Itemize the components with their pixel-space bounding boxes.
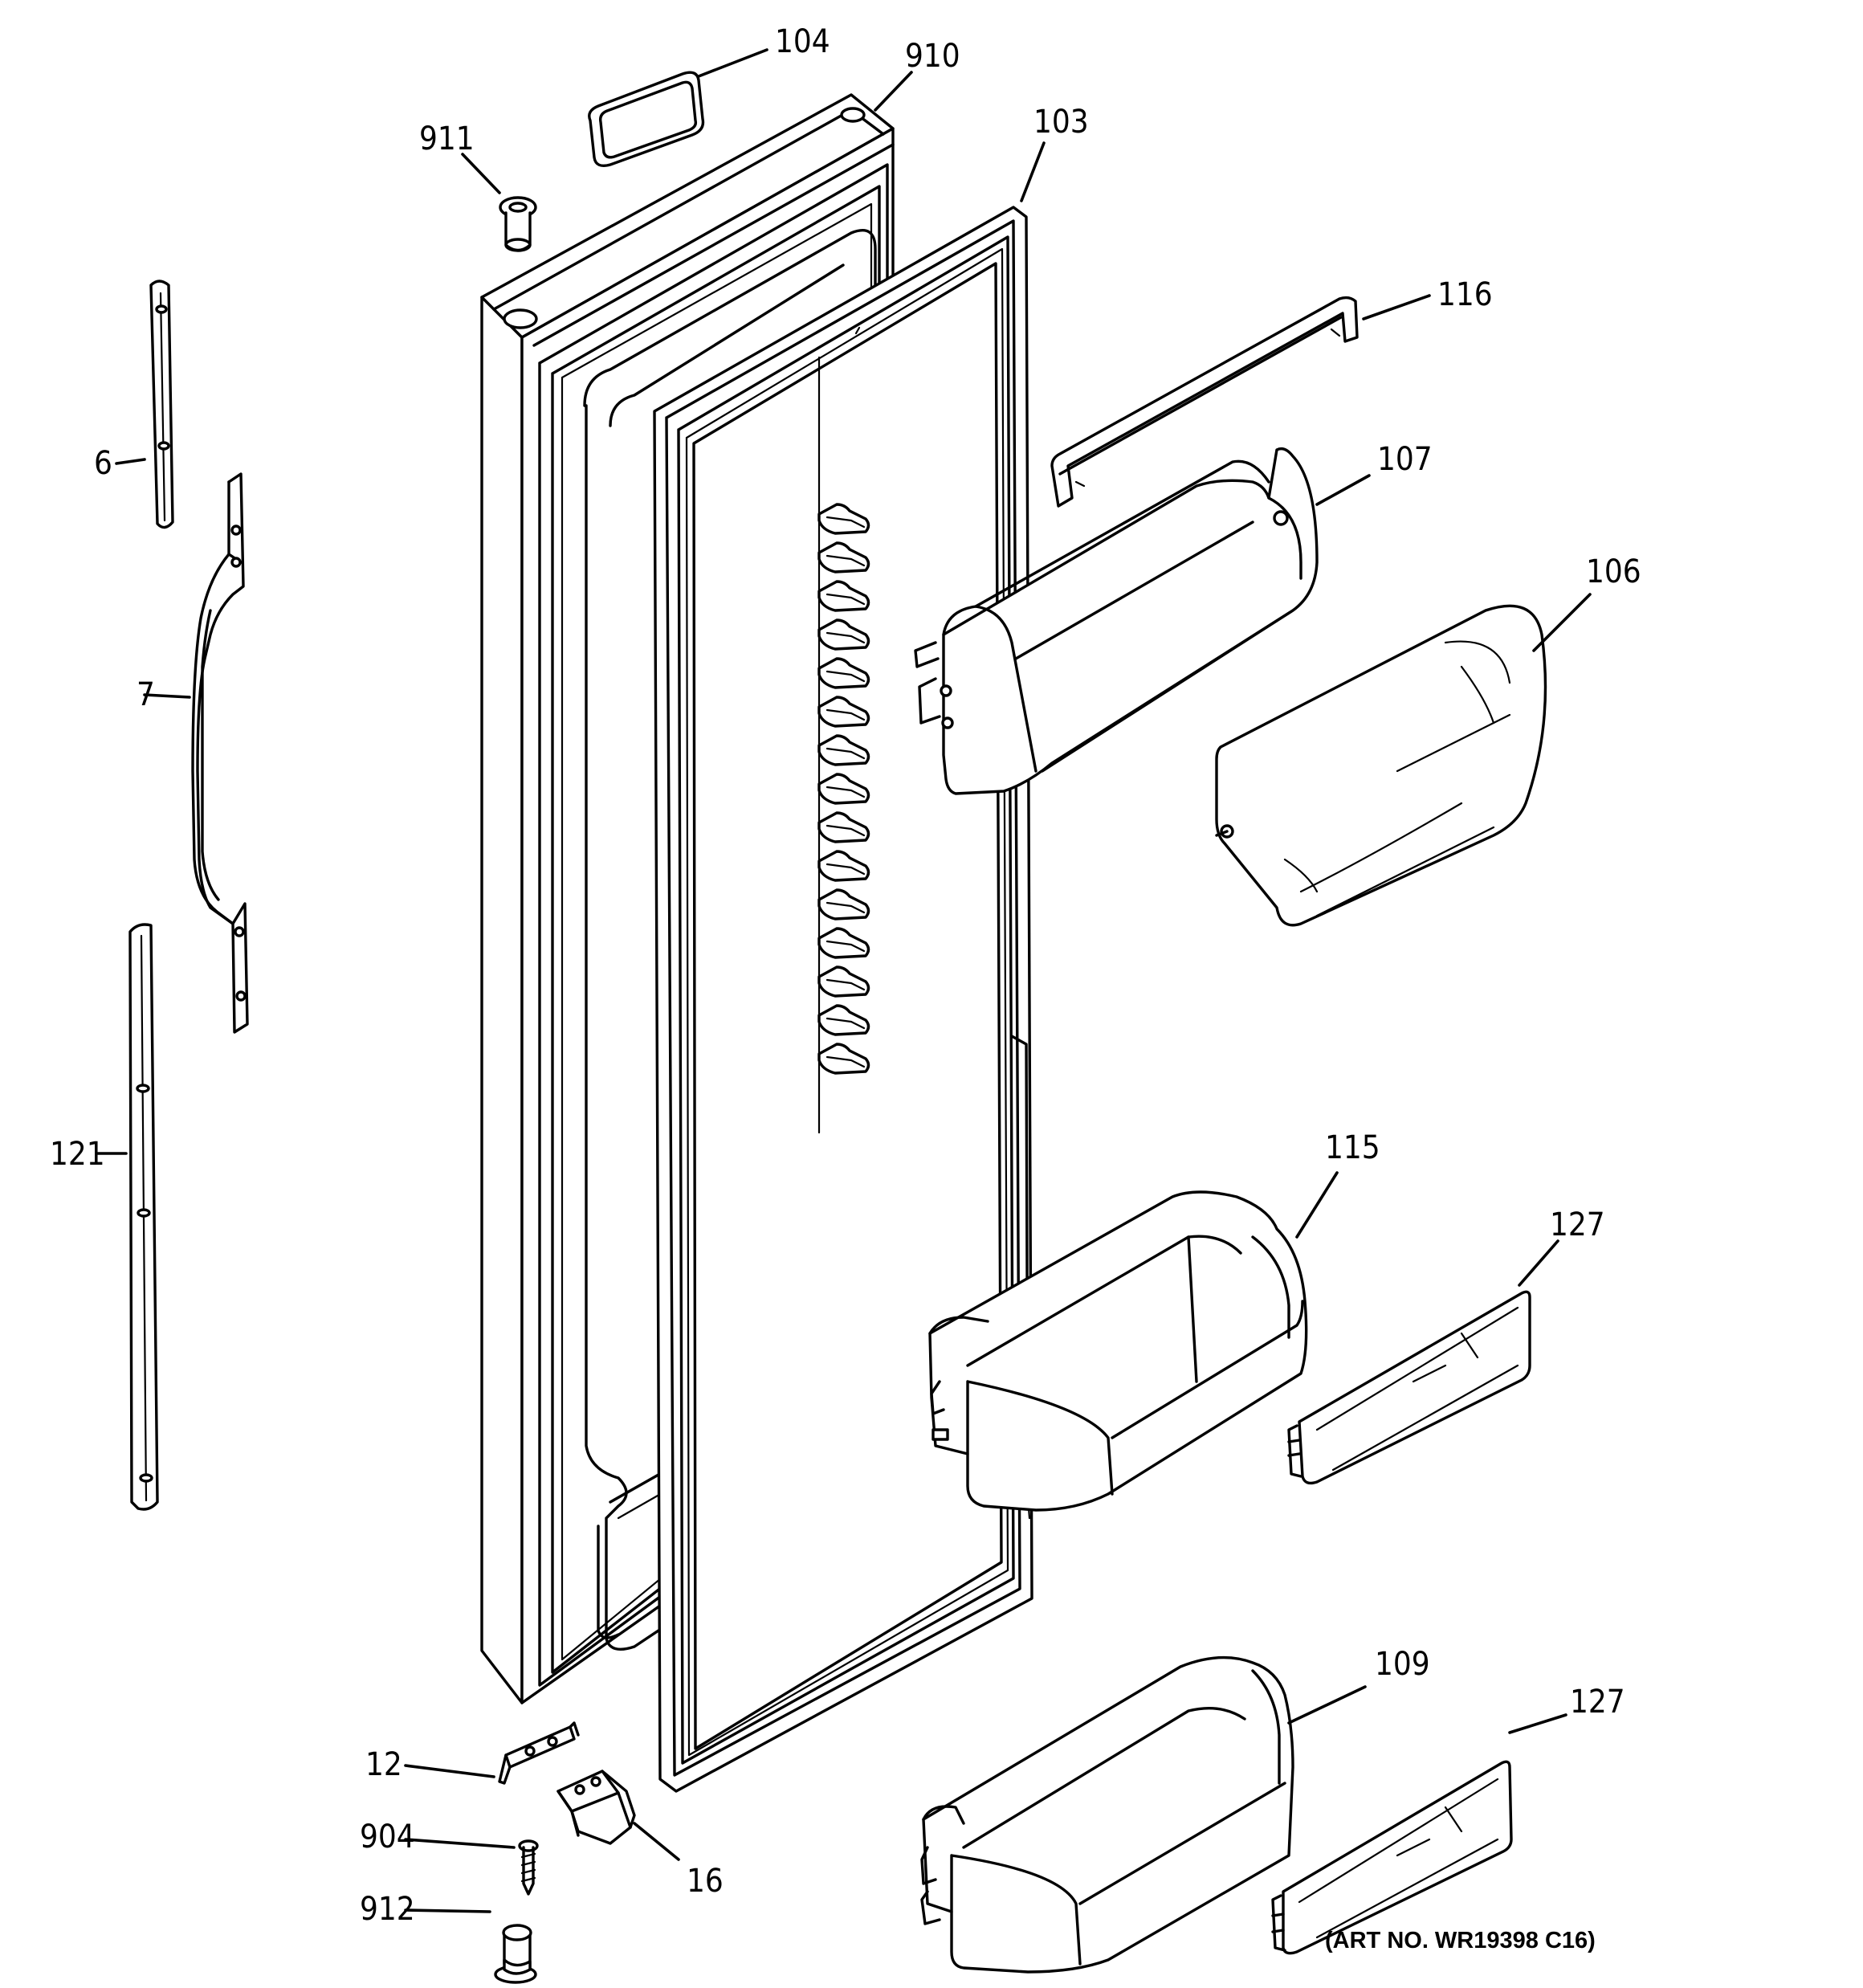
callout-127-lower: 127: [1570, 1684, 1625, 1721]
callout-12: 12: [365, 1746, 402, 1783]
rack-clip-edge: [826, 593, 866, 606]
part-107-door-bin: [914, 447, 1319, 795]
rack-clip-edge: [826, 1017, 866, 1030]
part-109-door-bin: [920, 1655, 1294, 1974]
part-103-door-gasket: [653, 206, 1033, 1793]
part-127-bin-cover-lower: [1271, 1760, 1513, 1955]
callout-910: 910: [905, 38, 960, 75]
part-121-handle-trim: [128, 923, 159, 1511]
callout-16: 16: [687, 1863, 724, 1900]
callout-106: 106: [1586, 553, 1641, 590]
callout-115: 115: [1325, 1129, 1380, 1166]
part-912-bushing: [494, 1924, 537, 1984]
callout-912: 912: [360, 1891, 415, 1928]
part-127-bin-cover-upper: [1287, 1290, 1531, 1485]
callout-103: 103: [1033, 104, 1089, 141]
part-6-handle-trim: [149, 280, 174, 529]
callout-911: 911: [419, 120, 475, 157]
callout-116: 116: [1437, 276, 1493, 313]
rack-clip-edge: [826, 747, 866, 760]
rack-clip-edge: [826, 978, 866, 991]
rack-clip-edge: [826, 708, 866, 721]
part-106-bin-cover: [1215, 604, 1547, 927]
art-number: (ART NO. WR19398 C16): [1325, 1928, 1596, 1953]
part-904-screw: [518, 1839, 539, 1896]
rack-clip-edge: [826, 1055, 866, 1068]
door-rack-clips: [817, 503, 870, 1075]
rack-clip-edge: [826, 863, 866, 876]
part-115-door-bin: [928, 1190, 1308, 1512]
callout-109: 109: [1375, 1646, 1430, 1683]
leader-lines: [96, 48, 1592, 1913]
callout-6: 6: [94, 445, 112, 482]
rack-clip-edge: [826, 940, 866, 953]
callout-7: 7: [137, 676, 155, 713]
rack-clip-edge: [826, 554, 866, 567]
callout-labels: 104 910 911 103 116 6 107 106 7 121 115 …: [50, 23, 1641, 1953]
rack-clip-edge: [826, 901, 866, 914]
rack-clip-edge: [826, 516, 866, 529]
part-911-hinge-bushing: [499, 196, 537, 252]
part-16-lower-hinge: [556, 1770, 636, 1845]
rack-clip-edge: [826, 670, 866, 683]
callout-127-upper: 127: [1550, 1206, 1605, 1243]
rack-clip-edge: [826, 631, 866, 644]
part-7-door-handle: [191, 472, 249, 1034]
part-12-hinge-bracket: [498, 1721, 580, 1785]
part-116-retainer-bar: [1050, 296, 1359, 508]
callout-904: 904: [360, 1819, 415, 1855]
callout-104: 104: [775, 23, 830, 60]
rack-clip-edge: [826, 786, 866, 798]
part-104-nameplate: [588, 71, 705, 168]
callout-121: 121: [50, 1136, 105, 1173]
callout-107: 107: [1377, 441, 1433, 478]
rack-clip-edge: [826, 824, 866, 837]
